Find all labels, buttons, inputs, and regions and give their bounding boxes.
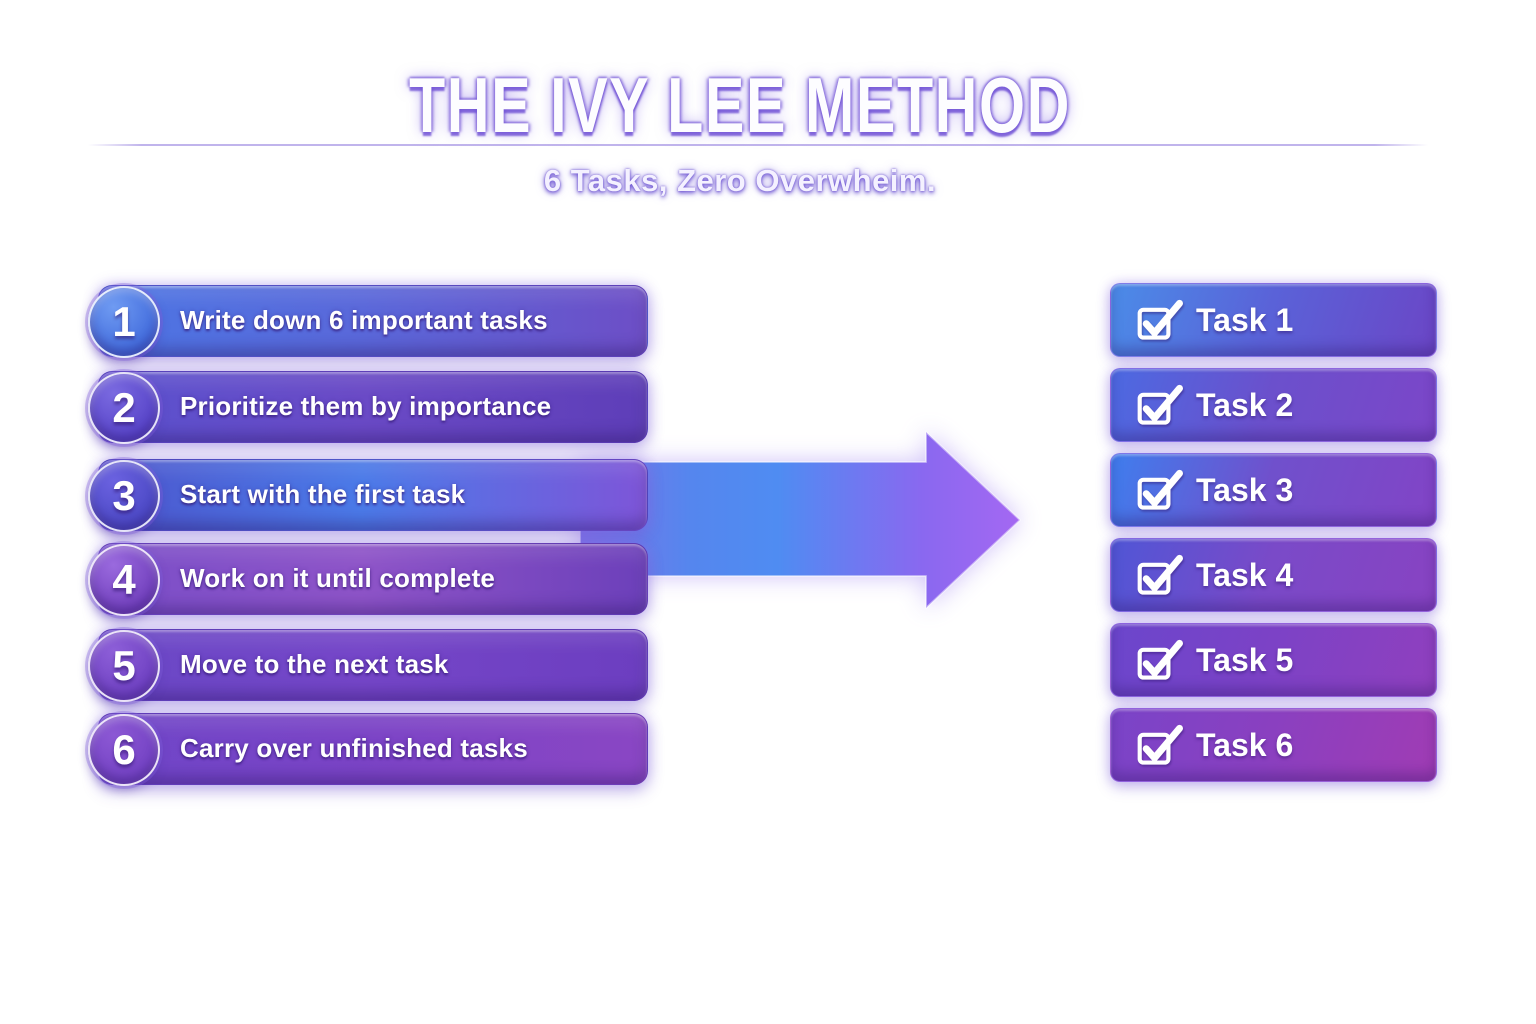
step-bar (98, 459, 648, 531)
task-item: Task 1 (1110, 283, 1437, 357)
step-label: Move to the next task (180, 648, 449, 679)
step-item: 1 Write down 6 important tasks (88, 284, 648, 358)
step-number: 4 (112, 556, 136, 603)
step-label: Start with the first task (180, 478, 466, 509)
step-bar (98, 629, 648, 701)
task-label: Task 6 (1196, 726, 1294, 763)
task-item: Task 2 (1110, 368, 1437, 442)
step-number: 3 (112, 472, 136, 519)
step-bar (98, 543, 648, 615)
task-label: Task 2 (1196, 386, 1294, 423)
step-number: 5 (112, 642, 136, 689)
step-bar (98, 285, 648, 357)
step-number-badge: 3 (88, 460, 160, 532)
task-label: Task 4 (1196, 556, 1294, 593)
step-number: 2 (112, 384, 136, 431)
task-item: Task 4 (1110, 538, 1437, 612)
checkbox-check-icon (1136, 297, 1186, 343)
task-label: Task 1 (1196, 301, 1294, 338)
checkbox-check-icon (1136, 722, 1186, 768)
task-label: Task 3 (1196, 471, 1294, 508)
step-number-badge: 4 (88, 544, 160, 616)
checkbox-check-icon (1136, 467, 1186, 513)
step-item: 5 Move to the next task (88, 628, 648, 702)
step-item: 6 Carry over unfinished tasks (88, 712, 648, 786)
task-item: Task 6 (1110, 708, 1437, 782)
checkbox-check-icon (1136, 382, 1186, 428)
step-label: Write down 6 important tasks (180, 304, 548, 335)
task-label: Task 5 (1196, 641, 1294, 678)
step-item: 3 Start with the first task (88, 458, 648, 532)
step-number-badge: 2 (88, 372, 160, 444)
step-label: Prioritize them by importance (180, 390, 552, 421)
checkbox-check-icon (1136, 552, 1186, 598)
page-title: THE IVY LEE METHOD (409, 61, 1071, 149)
step-number-badge: 1 (88, 286, 160, 358)
step-label: Work on it until complete (180, 562, 496, 593)
page-subtitle: 6 Tasks, Zero Overwheim. (543, 163, 937, 198)
step-number: 1 (112, 298, 136, 345)
step-number-badge: 5 (88, 630, 160, 702)
step-label: Carry over unfinished tasks (180, 732, 528, 763)
step-item: 4 Work on it until complete (88, 542, 648, 616)
step-number: 6 (112, 726, 136, 773)
step-bar (98, 713, 648, 785)
task-item: Task 5 (1110, 623, 1437, 697)
title-divider (88, 144, 1428, 146)
checkbox-check-icon (1136, 637, 1186, 683)
task-item: Task 3 (1110, 453, 1437, 527)
step-item: 2 Prioritize them by importance (88, 370, 648, 444)
step-number-badge: 6 (88, 714, 160, 786)
